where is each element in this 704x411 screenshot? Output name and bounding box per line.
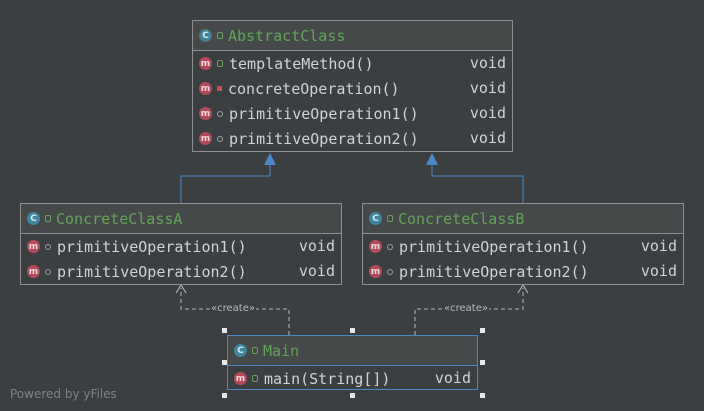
public-visibility-icon xyxy=(252,375,258,382)
selection-handle[interactable] xyxy=(350,328,355,333)
selection-handle[interactable] xyxy=(480,360,485,365)
static-method-icon: m xyxy=(234,372,247,385)
powered-by-footer: Powered by yFiles xyxy=(10,387,117,401)
public-visibility-icon xyxy=(217,32,223,39)
class-node-abstractclass[interactable]: C AbstractClass m templateMethod() void … xyxy=(192,20,513,152)
selection-handle[interactable] xyxy=(480,328,485,333)
method-row[interactable]: m concreteOperation() void xyxy=(193,76,512,101)
method-row[interactable]: m primitiveOperation1() void xyxy=(21,234,341,259)
method-name: templateMethod() xyxy=(229,54,374,73)
method-row[interactable]: m primitiveOperation2() void xyxy=(21,259,341,284)
class-icon: C xyxy=(27,212,40,225)
class-name: ConcreteClassA xyxy=(56,209,183,228)
private-lock-icon xyxy=(217,86,222,91)
package-visibility-icon xyxy=(45,243,51,250)
create-arrow-b xyxy=(517,284,529,294)
package-visibility-icon xyxy=(217,110,223,117)
class-node-concreteclassb[interactable]: C ConcreteClassB m primitiveOperation1()… xyxy=(362,203,684,285)
selection-handle[interactable] xyxy=(222,393,227,398)
method-icon: m xyxy=(199,57,212,70)
selection-handle[interactable] xyxy=(222,360,227,365)
method-name: main(String[]) xyxy=(264,369,391,388)
return-type: void xyxy=(469,54,506,72)
return-type: void xyxy=(640,262,677,280)
selection-handle[interactable] xyxy=(480,393,485,398)
public-visibility-icon xyxy=(45,215,51,222)
package-visibility-icon xyxy=(45,268,51,275)
method-row[interactable]: m main(String[]) void xyxy=(228,366,477,391)
create-arrow-a xyxy=(175,284,187,294)
package-visibility-icon xyxy=(387,243,393,250)
public-visibility-icon xyxy=(217,60,223,67)
class-header: C ConcreteClassB xyxy=(363,204,683,234)
method-row[interactable]: m primitiveOperation1() void xyxy=(193,101,512,126)
method-name: primitiveOperation1() xyxy=(57,237,247,256)
method-icon: m xyxy=(27,265,40,278)
method-icon: m xyxy=(369,265,382,278)
inheritance-edge-a xyxy=(180,160,271,203)
class-header: C AbstractClass xyxy=(193,21,512,51)
return-type: void xyxy=(298,237,335,255)
package-visibility-icon xyxy=(217,135,223,142)
return-type: void xyxy=(640,237,677,255)
class-name: AbstractClass xyxy=(228,26,346,45)
method-name: primitiveOperation1() xyxy=(229,104,419,123)
method-icon: m xyxy=(199,82,212,95)
class-header: C Main xyxy=(228,336,477,366)
abstract-method-icon: m xyxy=(199,107,212,120)
return-type: void xyxy=(298,262,335,280)
selection-handle[interactable] xyxy=(222,328,227,333)
package-visibility-icon xyxy=(387,268,393,275)
create-label-a: «create» xyxy=(210,303,256,314)
method-row[interactable]: m primitiveOperation2() void xyxy=(363,259,683,284)
abstract-class-icon: C xyxy=(199,29,212,42)
create-label-b: «create» xyxy=(443,303,489,314)
method-name: primitiveOperation2() xyxy=(57,262,247,281)
method-icon: m xyxy=(27,240,40,253)
method-row[interactable]: m primitiveOperation1() void xyxy=(363,234,683,259)
method-name: primitiveOperation1() xyxy=(399,237,589,256)
return-type: void xyxy=(434,369,471,387)
method-name: primitiveOperation2() xyxy=(399,262,589,281)
return-type: void xyxy=(469,104,506,122)
method-row[interactable]: m templateMethod() void xyxy=(193,51,512,76)
public-visibility-icon xyxy=(387,215,393,222)
method-icon: m xyxy=(369,240,382,253)
class-node-concreteclassa[interactable]: C ConcreteClassA m primitiveOperation1()… xyxy=(20,203,342,285)
selection-handle[interactable] xyxy=(350,393,355,398)
method-name: concreteOperation() xyxy=(228,79,400,98)
runnable-class-icon: C xyxy=(234,344,247,357)
inheritance-arrow-a xyxy=(264,153,276,165)
abstract-method-icon: m xyxy=(199,132,212,145)
method-row[interactable]: m primitiveOperation2() void xyxy=(193,126,512,151)
public-visibility-icon xyxy=(252,347,258,354)
return-type: void xyxy=(469,129,506,147)
class-icon: C xyxy=(369,212,382,225)
class-node-main[interactable]: C Main m main(String[]) void xyxy=(227,335,478,390)
inheritance-edge-b xyxy=(431,160,524,203)
class-header: C ConcreteClassA xyxy=(21,204,341,234)
class-name: Main xyxy=(263,341,300,360)
return-type: void xyxy=(469,79,506,97)
inheritance-arrow-b xyxy=(426,153,438,165)
method-name: primitiveOperation2() xyxy=(229,129,419,148)
class-name: ConcreteClassB xyxy=(398,209,525,228)
